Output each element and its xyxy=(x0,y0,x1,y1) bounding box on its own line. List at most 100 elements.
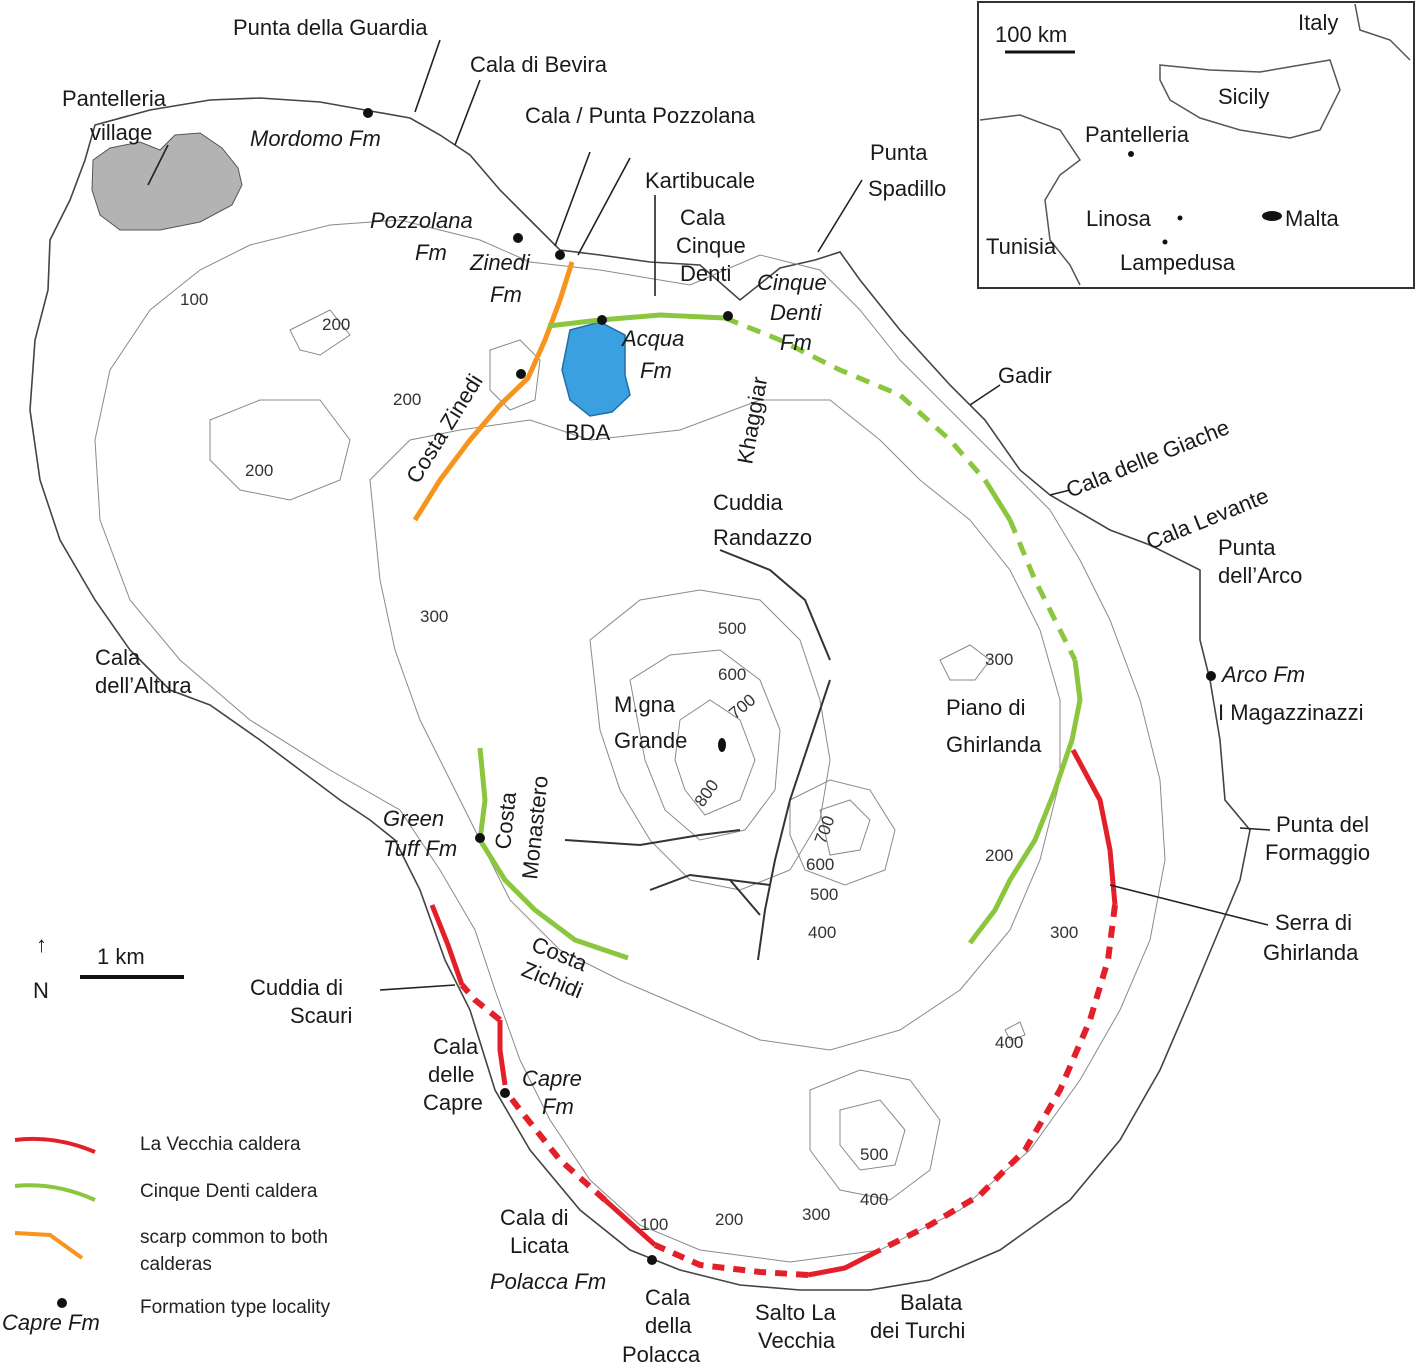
contour-label: 200 xyxy=(715,1210,743,1229)
inset-map: 100 km Italy Sicily Pantelleria Tunisia … xyxy=(977,1,1415,289)
fault-lines xyxy=(564,549,831,961)
inset-pantelleria: Pantelleria xyxy=(1085,122,1190,147)
label-cala-dell-altura-2: dell’Altura xyxy=(95,673,192,698)
legend-swatch-la-vecchia xyxy=(14,1136,96,1154)
inset-linosa: Linosa xyxy=(1086,206,1152,231)
legend-common-2: calderas xyxy=(140,1254,212,1275)
scale-and-north: ↑ N 1 km xyxy=(33,932,184,1003)
label-capre-fm-2: Fm xyxy=(542,1094,574,1119)
label-cuddia-di-scauri-2: Scauri xyxy=(290,1003,352,1028)
label-khaggiar: Khaggiar xyxy=(732,375,772,466)
type-locality-points xyxy=(363,108,1216,1265)
caldera-rims xyxy=(412,261,1118,1278)
common-scarp-line xyxy=(412,261,575,522)
place-labels: Punta della Guardia Cala di Bevira Pante… xyxy=(62,15,1370,1367)
legend-swatch-common-scarp xyxy=(14,1231,84,1260)
legend-type-locality: Formation type locality xyxy=(140,1297,331,1318)
label-cala-delle-capre-1: Cala xyxy=(433,1034,479,1059)
inset-lampedusa: Lampedusa xyxy=(1120,250,1236,275)
contour-label: 100 xyxy=(180,290,208,309)
label-punta-del-formaggio-1: Punta del xyxy=(1276,812,1369,837)
label-cala-della-polacca-3: Polacca xyxy=(622,1342,701,1367)
label-cala-cinque-denti-2: Cinque xyxy=(676,233,746,258)
label-cala-cinque-denti-3: Denti xyxy=(680,261,731,286)
label-piano-di-ghirlanda-1: Piano di xyxy=(946,695,1026,720)
north-label: N xyxy=(33,978,49,1003)
label-punta-del-formaggio-2: Formaggio xyxy=(1265,840,1370,865)
label-cala-di-licata-1: Cala di xyxy=(500,1205,568,1230)
label-cala-delle-capre-3: Capre xyxy=(423,1090,483,1115)
contour-label: 300 xyxy=(985,650,1013,669)
label-cala-della-polacca-1: Cala xyxy=(645,1285,691,1310)
inset-malta: Malta xyxy=(1285,206,1340,231)
label-cala-della-polacca-2: della xyxy=(645,1313,692,1338)
contour-label: 200 xyxy=(985,846,1013,865)
legend: La Vecchia caldera Cinque Denti caldera … xyxy=(2,1134,331,1335)
contour-label: 300 xyxy=(802,1205,830,1224)
contour-label: 500 xyxy=(718,619,746,638)
label-salto-la-vecchia-2: Vecchia xyxy=(758,1328,836,1353)
label-punta-dell-arco-2: dell’Arco xyxy=(1218,563,1302,588)
label-punta-spadillo-1: Punta xyxy=(870,140,928,165)
lake-bda xyxy=(561,321,631,417)
label-cala-dell-altura-1: Cala xyxy=(95,645,141,670)
contour-label: 400 xyxy=(995,1033,1023,1052)
inset-sicily: Sicily xyxy=(1218,84,1269,109)
la-vecchia-rim-solid-e xyxy=(1070,748,1118,906)
label-cinque-denti-fm-2: Denti xyxy=(770,300,822,325)
label-cala-delle-capre-2: delle xyxy=(428,1062,474,1087)
label-pozzolana-fm-2: Fm xyxy=(415,240,447,265)
label-arco-fm: Arco Fm xyxy=(1220,662,1305,687)
label-zinedi-fm-1: Zinedi xyxy=(469,250,531,275)
la-vecchia-rim-solid-w xyxy=(497,1020,508,1086)
label-cuddia-randazzo-1: Cuddia xyxy=(713,490,783,515)
label-acqua-fm-1: Acqua xyxy=(620,326,684,351)
la-vecchia-rim-dashed-sw xyxy=(502,1088,607,1203)
label-pantelleria-village-1: Pantelleria xyxy=(62,86,167,111)
label-costa-zinedi: Costa Zinedi xyxy=(401,370,488,488)
inset-italy: Italy xyxy=(1298,10,1338,35)
contour-label: 800 xyxy=(691,776,723,810)
label-serra-di-ghirlanda-1: Serra di xyxy=(1275,910,1352,935)
legend-type-locality-sample: Capre Fm xyxy=(2,1310,100,1335)
label-cala-di-bevira: Cala di Bevira xyxy=(470,52,608,77)
label-cala-cinque-denti-1: Cala xyxy=(680,205,726,230)
la-vecchia-rim-dashed-w xyxy=(459,983,502,1023)
contour-label: 400 xyxy=(808,923,836,942)
inset-scale: 100 km xyxy=(995,22,1067,47)
contour-label: 200 xyxy=(393,390,421,409)
label-kartibucale: Kartibucale xyxy=(645,168,755,193)
contour-label: 400 xyxy=(860,1190,888,1209)
la-vecchia-rim-solid-sw xyxy=(603,1198,657,1247)
cinque-denti-rim-solid-ne xyxy=(982,478,1013,522)
legend-la-vecchia: La Vecchia caldera xyxy=(140,1134,301,1155)
label-cuddia-di-scauri-1: Cuddia di xyxy=(250,975,343,1000)
scale-bar-label: 1 km xyxy=(97,944,145,969)
label-cala-di-licata-2: Licata xyxy=(510,1233,569,1258)
contour-label: 700 xyxy=(811,813,839,846)
label-cala-punta-pozzolana: Cala / Punta Pozzolana xyxy=(525,103,756,128)
label-punta-dell-arco-1: Punta xyxy=(1218,535,1276,560)
label-cuddia-randazzo-2: Randazzo xyxy=(713,525,812,550)
contour-lines xyxy=(94,219,1166,1263)
label-piano-di-ghirlanda-2: Ghirlanda xyxy=(946,732,1042,757)
legend-swatch-cinque-denti xyxy=(14,1183,96,1202)
label-gadir: Gadir xyxy=(998,363,1052,388)
label-green-tuff-fm-2: Tuff Fm xyxy=(383,836,457,861)
label-capre-fm-1: Capre xyxy=(522,1066,582,1091)
label-pantelleria-village-2: village xyxy=(90,120,152,145)
la-vecchia-rim-solid-nw xyxy=(429,904,465,986)
leader-lines xyxy=(147,39,1271,991)
cinque-denti-rim-solid-w xyxy=(477,747,629,961)
contour-label: 100 xyxy=(640,1215,668,1234)
label-cinque-denti-fm-1: Cinque xyxy=(757,270,827,295)
label-mgna-grande-2: Grande xyxy=(614,728,687,753)
cinque-denti-rim-dashed-e xyxy=(1007,519,1078,662)
label-cala-delle-giache: Cala delle Giache xyxy=(1063,414,1233,502)
legend-cinque-denti: Cinque Denti caldera xyxy=(140,1181,318,1202)
pantelleria-village xyxy=(91,132,243,231)
contour-label: 300 xyxy=(420,607,448,626)
label-polacca-fm: Polacca Fm xyxy=(490,1269,606,1294)
label-i-magazzinazzi: I Magazzinazzi xyxy=(1218,700,1364,725)
